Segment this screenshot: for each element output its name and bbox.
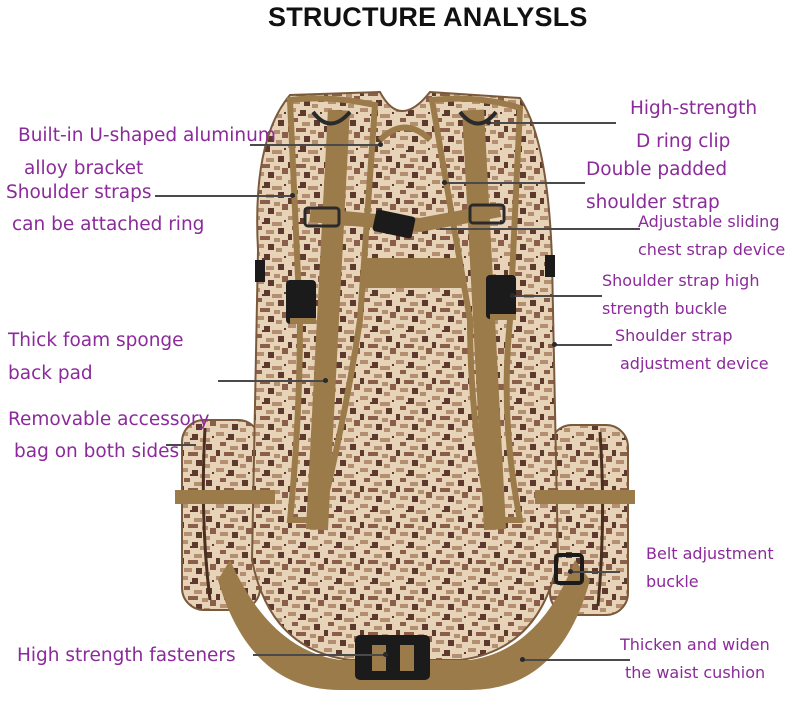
leader-padded-strap xyxy=(442,180,585,185)
label-fasteners: High strength fasteners xyxy=(17,645,236,666)
label-chest-strap-line2: chest strap device xyxy=(638,240,786,259)
label-belt-buckle-line1: Belt adjustment xyxy=(646,544,774,563)
right-accessory-pouch xyxy=(549,424,629,616)
label-waist-cushion-line2: the waist cushion xyxy=(625,663,766,682)
label-d-ring-line1: High-strength xyxy=(630,98,758,119)
label-strap-adjust-line2: adjustment device xyxy=(620,354,769,373)
label-belt-buckle-line2: buckle xyxy=(646,572,699,591)
label-u-bracket-line2: alloy bracket xyxy=(24,158,144,179)
leader-strap-adjust xyxy=(552,342,612,347)
label-back-pad-line1: Thick foam sponge xyxy=(8,330,184,351)
leader-fasteners xyxy=(253,652,388,657)
leader-d-ring xyxy=(486,120,616,125)
leader-chest-strap xyxy=(440,228,640,230)
label-padded-strap-line1: Double padded xyxy=(586,159,728,180)
label-chest-strap-line1: Adjustable sliding xyxy=(638,212,780,231)
leader-belt-buckle xyxy=(568,569,620,574)
label-padded-strap-line2: shoulder strap xyxy=(586,192,720,213)
label-shoulder-ring-line2: can be attached ring xyxy=(12,214,205,235)
leader-strap-buckle xyxy=(510,293,602,298)
label-u-bracket-line1: Built-in U-shaped aluminum xyxy=(18,125,276,146)
label-waist-cushion-line1: Thicken and widen xyxy=(620,635,770,654)
label-strap-adjust-line1: Shoulder strap xyxy=(615,326,733,345)
leader-back-pad xyxy=(218,378,328,383)
label-accessory-bag-line2: bag on both sides xyxy=(14,441,180,462)
label-strap-buckle-line2: strength buckle xyxy=(602,299,728,318)
leader-waist-cushion xyxy=(520,657,630,662)
label-back-pad-line2: back pad xyxy=(8,363,93,384)
label-d-ring-line2: D ring clip xyxy=(636,131,731,152)
label-accessory-bag-line1: Removable accessory xyxy=(8,409,210,430)
leader-shoulder-ring xyxy=(155,193,295,198)
leader-accessory-bag xyxy=(166,444,196,446)
diagram-title: STRUCTURE ANALYSLS xyxy=(268,2,588,32)
label-strap-buckle-line1: Shoulder strap high xyxy=(602,271,760,290)
leader-u-bracket xyxy=(250,142,383,147)
label-shoulder-ring-line1: Shoulder straps xyxy=(6,182,152,203)
